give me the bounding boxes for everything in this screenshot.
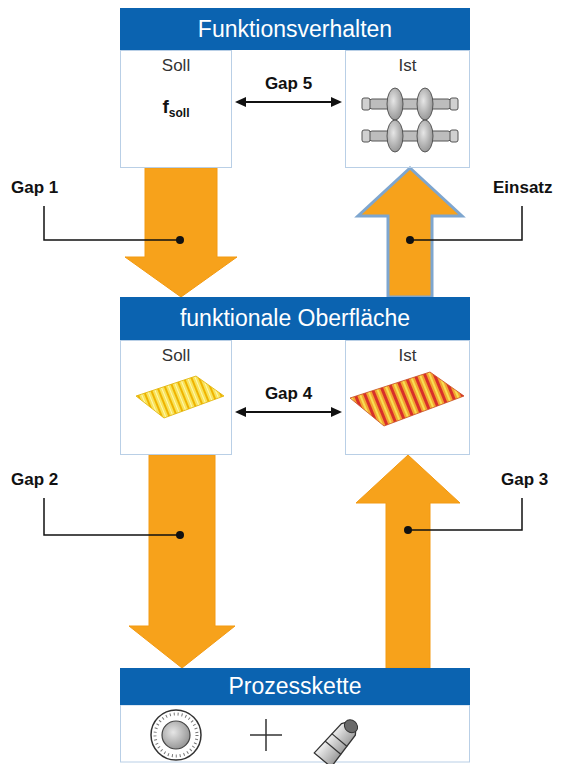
heading-band: Funktionsverhalten xyxy=(120,8,470,50)
surface-ist xyxy=(350,372,464,426)
formula: fsoll xyxy=(163,96,190,118)
double-arrow xyxy=(235,407,342,417)
arrow-head xyxy=(331,97,342,107)
arrow-head xyxy=(235,407,246,417)
grinding-wheel xyxy=(151,710,201,760)
state-label: Ist xyxy=(399,346,417,366)
state-box: Ist xyxy=(345,340,470,455)
arrow-line xyxy=(243,101,334,103)
block-arrow xyxy=(358,168,462,297)
state-box: Soll xyxy=(120,340,232,455)
block-arrow xyxy=(356,455,460,668)
state-label: Soll xyxy=(162,346,190,366)
process-box xyxy=(121,705,470,762)
leader-lines xyxy=(44,206,522,535)
gap-label: Gap 2 xyxy=(10,470,59,490)
state-label: Soll xyxy=(162,56,190,76)
gear-shafts xyxy=(362,88,458,152)
gap-label: Gap 5 xyxy=(264,74,313,94)
block-arrow xyxy=(129,455,235,668)
plus-sign xyxy=(250,719,282,751)
block-arrow xyxy=(125,168,237,297)
gap-label: Einsatz xyxy=(492,178,554,198)
arrow-head xyxy=(235,97,246,107)
double-arrow xyxy=(235,97,342,107)
gap-label: Gap 3 xyxy=(500,470,549,490)
state-box: Soll fsoll xyxy=(120,50,232,168)
state-box: Ist xyxy=(345,50,470,168)
function-symbol: f xyxy=(163,96,169,117)
surface-soll xyxy=(136,376,224,418)
band-title: funktionale Oberfläche xyxy=(180,305,410,332)
heading-band: Prozesskette xyxy=(120,668,470,705)
arrow-head xyxy=(331,407,342,417)
band-title: Prozesskette xyxy=(229,673,362,700)
heading-band: funktionale Oberfläche xyxy=(120,297,470,340)
band-title: Funktionsverhalten xyxy=(198,16,392,43)
arrow-line xyxy=(243,411,334,413)
function-subscript: soll xyxy=(169,106,190,120)
gap-label: Gap 1 xyxy=(10,178,59,198)
tool xyxy=(314,715,363,764)
state-label: Ist xyxy=(399,56,417,76)
gap-label: Gap 4 xyxy=(264,384,313,404)
